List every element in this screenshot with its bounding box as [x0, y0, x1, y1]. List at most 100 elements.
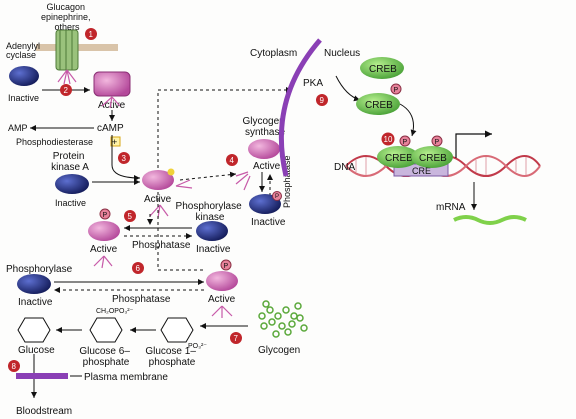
- step-8-badge: [8, 360, 20, 372]
- hormone-label: Glucagon epinephrine, others: [41, 2, 93, 32]
- adenylyl-inactive-label: Inactive: [8, 93, 39, 103]
- adenylyl-active-block: [93, 71, 131, 97]
- camp-label: cAMP: [97, 123, 124, 134]
- mrna-label: mRNA: [436, 202, 466, 213]
- pka-camp-dot: [167, 168, 175, 176]
- phosphorylase-label: Phosphorylase: [6, 264, 73, 275]
- step-4-number: 4: [230, 156, 235, 165]
- cre-label: CRE: [412, 166, 431, 176]
- step-8-number: 8: [12, 362, 17, 371]
- phosphodiesterase-plus: +: [112, 137, 117, 147]
- plasma-membrane-label: Plasma membrane: [84, 372, 168, 383]
- nucleus-label: Nucleus: [324, 48, 360, 59]
- adenylyl-active-rays: [101, 96, 121, 109]
- creb-phospho-label: CREB: [365, 100, 393, 111]
- synthase-phospho-badge: [272, 191, 282, 201]
- phosphorylase-phospho-badge: [220, 259, 232, 271]
- phk-active-label: Active: [90, 244, 118, 255]
- pka-inactive-label: Inactive: [55, 198, 86, 208]
- step-9-badge: [316, 94, 328, 106]
- transcription-start-arrow: [455, 130, 492, 158]
- glycogen-synthase-label: Glycogen synthase: [242, 116, 287, 138]
- pka-to-synthase-dashed-arrow: [179, 171, 237, 181]
- phk-active-blob: [88, 221, 120, 241]
- dimer-right-phospho-badge: [431, 135, 443, 147]
- phk-inactive-blob: [196, 221, 228, 241]
- adenylyl-label: Adenylyl cyclase: [6, 41, 43, 60]
- creb-to-dna-arrow: [399, 103, 417, 137]
- pka-to-nucleus-dashed-arrow: [157, 87, 292, 168]
- phosphorylase-phospho-text: P: [224, 263, 229, 270]
- bloodstream-label: Bloodstream: [16, 406, 72, 417]
- step-5-badge: [124, 210, 136, 222]
- adenylyl-inactive-blob: [9, 66, 39, 86]
- phosphodiesterase-label: Phosphodiesterase: [16, 137, 93, 147]
- glycogen-cluster: [258, 300, 308, 338]
- creb-phospho-text: P: [394, 87, 399, 94]
- nuclear-membrane: [278, 38, 322, 177]
- phosphorylase-inactive-label: Inactive: [18, 297, 53, 308]
- plasma-membrane-bar: [16, 373, 68, 379]
- creb-top-label: CREB: [369, 64, 397, 75]
- phk-rays: [93, 255, 113, 269]
- ch2opo3-label: CH₂OPO₃²⁻: [96, 308, 134, 315]
- synthase-active-blob: [248, 139, 280, 159]
- synthase-inactive-label: Inactive: [251, 217, 286, 228]
- creb-dimer-right-label: CREB: [419, 153, 447, 164]
- receptor-rays: [57, 69, 77, 85]
- step-3-number: 3: [122, 154, 127, 163]
- pka-active-blob: [142, 170, 174, 190]
- creb-dimer-left-label: CREB: [385, 153, 413, 164]
- step-6-number: 6: [136, 264, 141, 273]
- creb-phospho: [356, 93, 400, 115]
- mrna-strand: [453, 215, 527, 225]
- membrane-receptor: [36, 29, 118, 71]
- po3-label: PO₃²⁻: [188, 343, 207, 350]
- nuclear-pka-label: PKA: [303, 78, 323, 89]
- phosphorylase-active-blob: [206, 271, 238, 291]
- dimer-left-phospho-text: P: [403, 139, 408, 146]
- step-5-number: 5: [128, 212, 133, 221]
- glucose6p-label: Glucose 6– phosphate: [79, 346, 132, 368]
- phosphorylase-rays: [211, 305, 233, 318]
- creb-dimer-right: [411, 146, 453, 168]
- creb-phospho-badge: [390, 83, 402, 95]
- step-1-badge: [85, 28, 97, 40]
- phk-phosphatase-label: Phosphatase: [132, 240, 191, 251]
- step-6-badge: [132, 262, 144, 274]
- synthase-phospho-text: P: [275, 194, 279, 200]
- glucose1p-label: Glucose 1– phosphate: [145, 346, 198, 368]
- phosphodiesterase-plus-box: [110, 136, 121, 147]
- phk-label: Phosphorylase kinase: [176, 201, 245, 223]
- step-badges: 1 2 3 4 5 6 7 8 9 10: [8, 28, 395, 372]
- dna-label: DNA: [334, 162, 355, 173]
- camp-to-pka-arrow: [111, 135, 141, 181]
- glucose-label: Glucose: [18, 345, 55, 356]
- glucose1p-ring: [160, 317, 194, 343]
- step-2-badge: [60, 84, 72, 96]
- phk-inactive-label: Inactive: [196, 244, 231, 255]
- step-3-badge: [118, 152, 130, 164]
- step-1-number: 1: [89, 30, 94, 39]
- phk-phospho-badge: [99, 208, 111, 220]
- synthase-rays: [235, 171, 251, 191]
- synthase-active-label: Active: [253, 161, 281, 172]
- creb-top: [360, 57, 404, 79]
- step-7-badge: [230, 332, 242, 344]
- dimer-right-phospho-text: P: [435, 139, 440, 146]
- phk-phospho-text: P: [103, 212, 108, 219]
- pka-inactive-blob: [55, 174, 89, 194]
- step-9-number: 9: [320, 96, 325, 105]
- step-4-badge: [226, 154, 238, 166]
- step-7-number: 7: [234, 334, 239, 343]
- pka-creb-arrow: [335, 75, 361, 102]
- synthase-phosphatase-label: Phosphatase: [282, 155, 292, 208]
- phosphorylase-phosphatase-label: Phosphatase: [112, 294, 171, 305]
- adenylyl-active-label: Active: [98, 100, 126, 111]
- creb-dimer-left: [377, 146, 419, 168]
- pka-protein-label: Protein kinase A: [51, 151, 89, 173]
- dimer-left-phospho-badge: [399, 135, 411, 147]
- phosphorylase-inactive-blob: [17, 274, 51, 294]
